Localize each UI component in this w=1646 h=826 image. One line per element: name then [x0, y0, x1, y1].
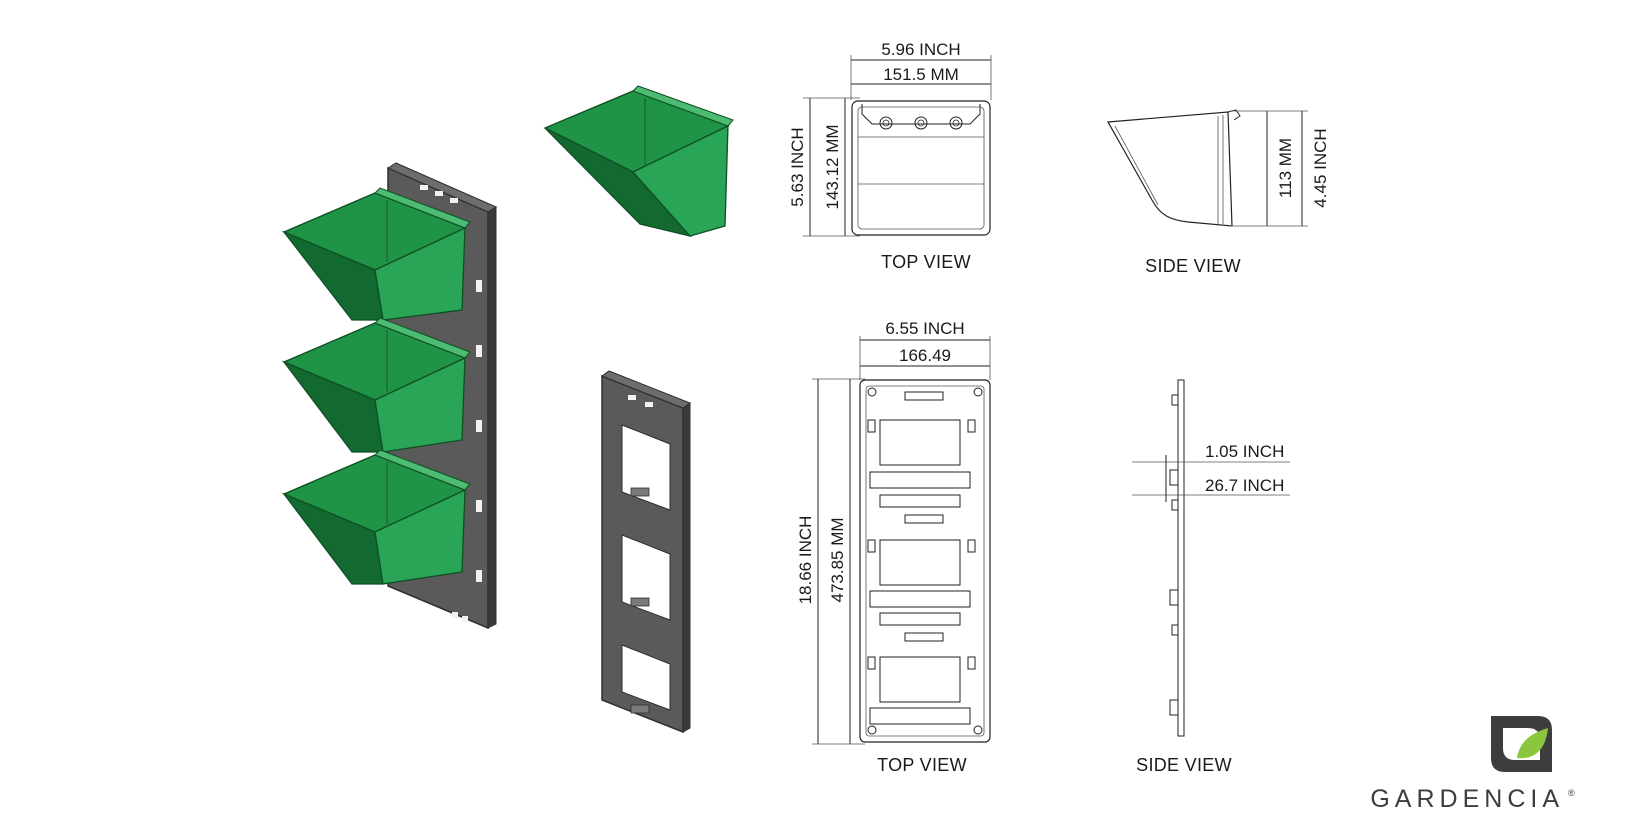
- brand-name: GARDENCIA: [1370, 785, 1564, 813]
- single-pot-render: [543, 85, 734, 238]
- frame-width-mm: 166.49: [899, 346, 951, 365]
- frame-top-view-label: TOP VIEW: [877, 755, 967, 775]
- pot-depth-mm: 113 MM: [1276, 138, 1295, 198]
- pot-width-mm: 151.5 MM: [883, 65, 959, 84]
- frame-thickness-inch: 1.05 INCH: [1205, 442, 1284, 461]
- frame-width-inch: 6.55 INCH: [885, 319, 964, 338]
- pot-height-inch: 5.63 INCH: [788, 127, 807, 206]
- frame-height-mm: 473.85 MM: [828, 517, 847, 602]
- brand-trademark: ®: [1568, 788, 1575, 798]
- gardencia-leaf-logo-icon: [1491, 716, 1552, 772]
- frame-height-inch: 18.66 INCH: [796, 516, 815, 605]
- pot-top-view-drawing: 5.96 INCH 151.5 MM 5.63 INCH 143.12 MM T…: [788, 40, 992, 272]
- assembled-pot-top: [281, 187, 471, 321]
- pot-side-view-drawing: 113 MM 4.45 INCH 4.45 INCH SIDE VIEW: [1107, 109, 1330, 276]
- pot-depth-inch-visible: 4.45 INCH: [1311, 128, 1330, 207]
- pot-top-view-label: TOP VIEW: [881, 252, 971, 272]
- frame-side-view-label: SIDE VIEW: [1136, 755, 1232, 775]
- pot-width-inch: 5.96 INCH: [881, 40, 960, 59]
- frame-side-view-drawing: 1.05 INCH 26.7 INCH SIDE VIEW: [1132, 379, 1290, 775]
- pot-side-view-label: SIDE VIEW: [1145, 256, 1241, 276]
- assembled-pot-bottom: [282, 449, 471, 585]
- single-frame-render: [600, 370, 692, 734]
- frame-thickness-second: 26.7 INCH: [1205, 476, 1284, 495]
- assembled-pot-middle: [282, 317, 471, 453]
- frame-top-view-drawing: 6.55 INCH 166.49 18.66 INCH 473.85 MM TO…: [796, 319, 991, 775]
- pot-height-mm: 143.12 MM: [823, 124, 842, 209]
- assembled-planter-render: [281, 162, 498, 630]
